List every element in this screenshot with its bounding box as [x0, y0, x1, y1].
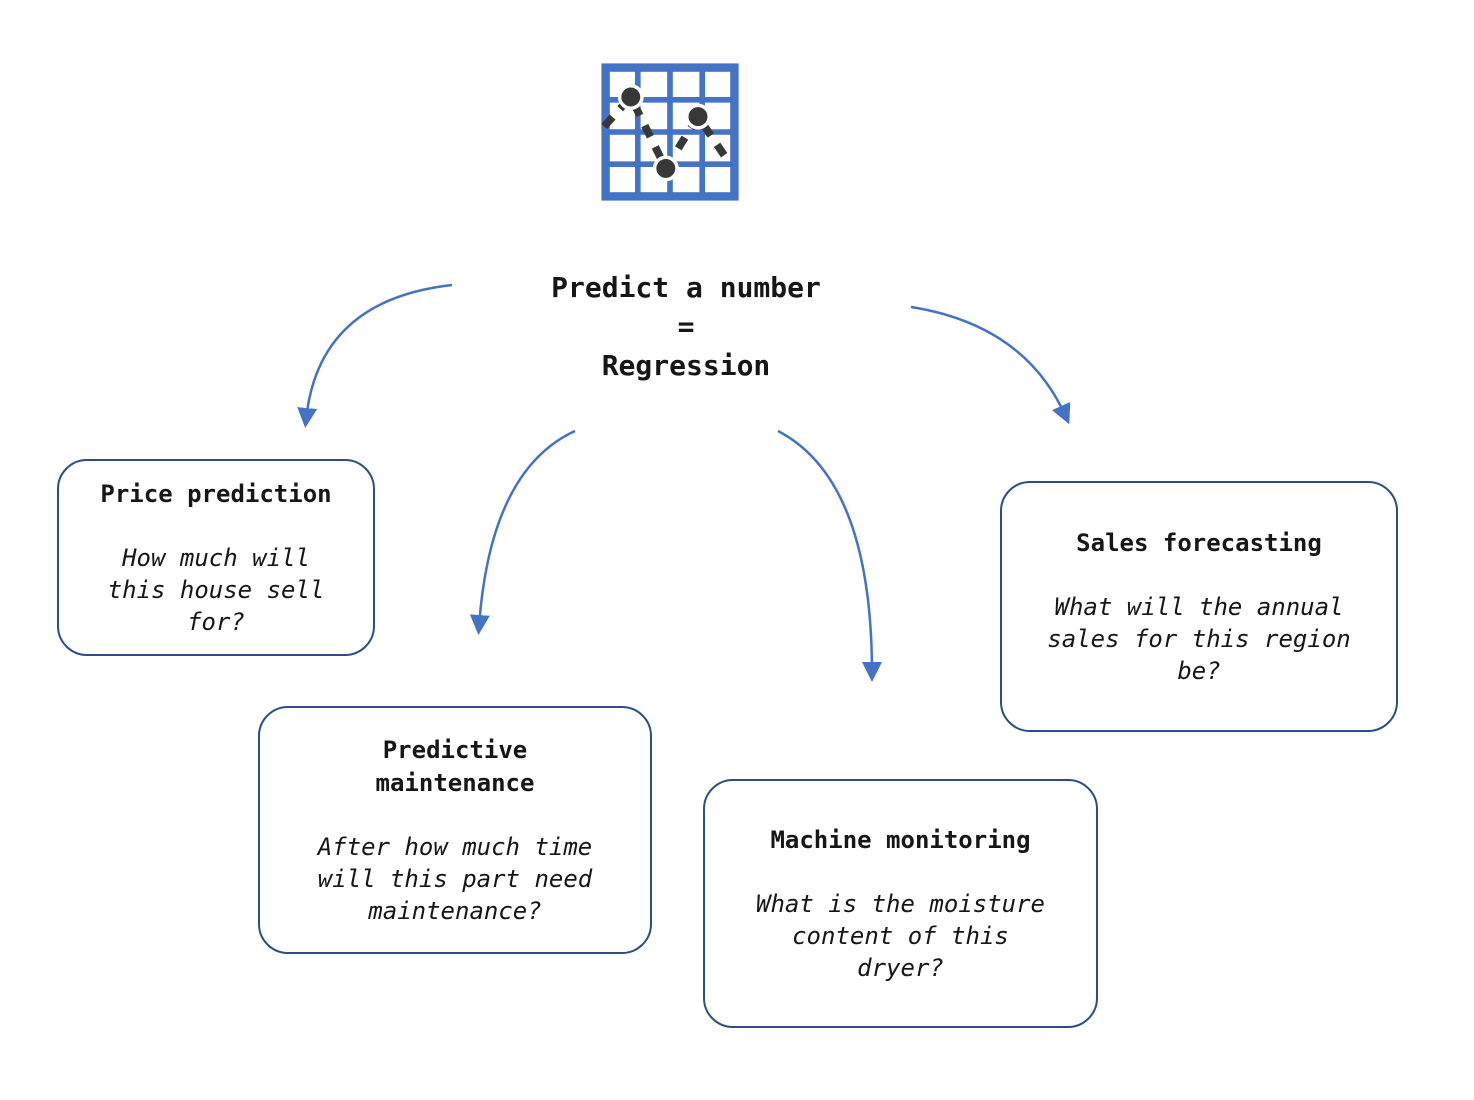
node-predictive-maintenance: Predictive maintenance After how much ti… — [258, 706, 652, 954]
node-heading: Machine monitoring — [770, 825, 1031, 854]
node-heading: Price prediction — [100, 479, 332, 508]
arrow-to-machine-monitoring — [777, 429, 882, 682]
node-question: What will the annual sales for this regi… — [1047, 592, 1351, 685]
node-price-prediction: Price prediction How much will this hous… — [57, 459, 375, 656]
arrow-to-predictive-maintenance — [469, 429, 576, 635]
node-heading: Predictive maintenance — [375, 735, 535, 797]
node-question: What is the moisture content of this dry… — [756, 889, 1045, 982]
diagram-title: Predict a number = Regression — [551, 271, 821, 382]
icon-data-points — [617, 84, 711, 182]
node-question: How much will this house sell for? — [107, 543, 325, 636]
node-heading: Sales forecasting — [1076, 528, 1322, 557]
node-question: After how much time will this part need … — [317, 832, 593, 925]
node-sales-forecasting: Sales forecasting What will the annual s… — [1000, 481, 1398, 732]
node-machine-monitoring: Machine monitoring What is the moisture … — [703, 779, 1098, 1028]
line-chart-icon — [601, 63, 739, 201]
